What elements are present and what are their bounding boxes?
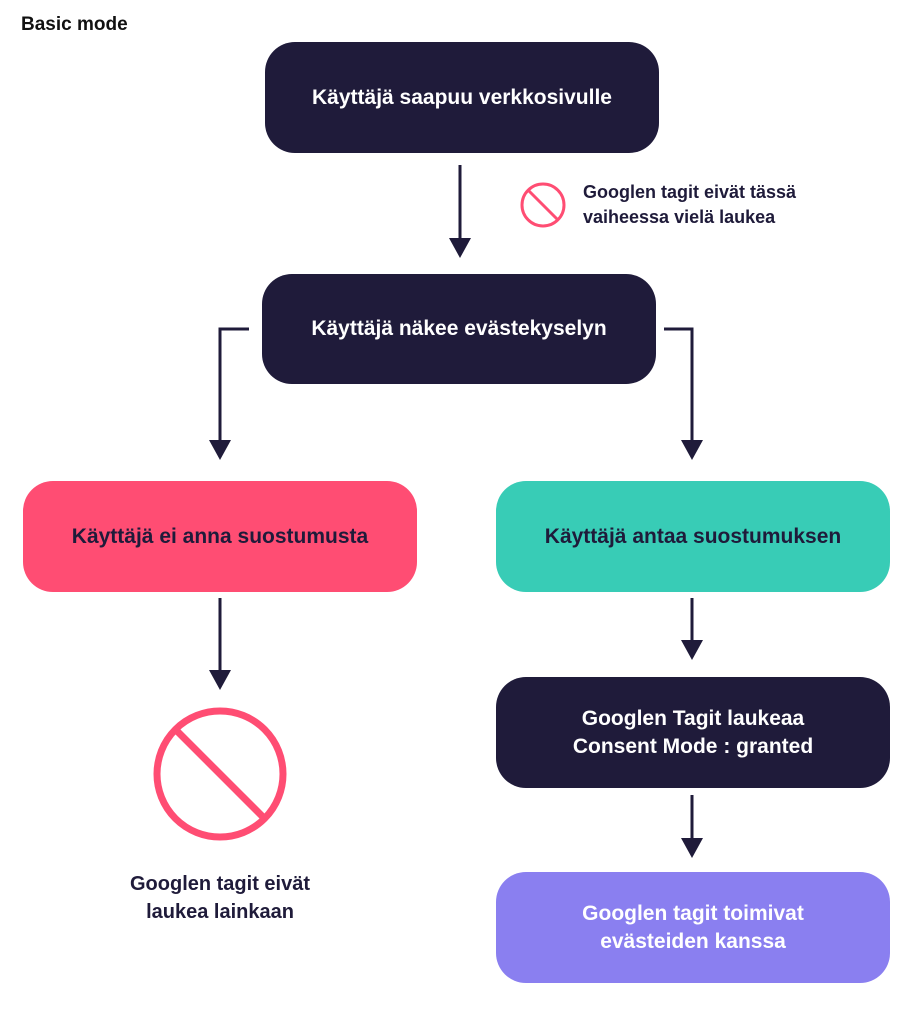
node-label-line1: Googlen Tagit laukeaa: [581, 706, 805, 730]
node-label: Käyttäjä antaa suostumuksen: [544, 524, 842, 548]
node-label: Käyttäjä ei anna suostumusta: [71, 524, 369, 548]
arrow-banner-to-deny: [218, 327, 249, 444]
note-tags-never: Googlen tagit eivät laukea lainkaan: [70, 870, 370, 926]
node-tags-work: Googlen tagit toimivat evästeiden kanssa: [496, 872, 890, 983]
arrowhead: [209, 670, 231, 690]
node-label: Käyttäjä näkee evästekyselyn: [311, 317, 607, 340]
arrowhead: [449, 238, 471, 258]
prohibited-icon: [520, 182, 566, 228]
note-line2: laukea lainkaan: [146, 901, 294, 923]
arrowhead: [681, 440, 703, 460]
arrowhead: [681, 640, 703, 660]
node-user-arrives: Käyttäjä saapuu verkkosivulle: [265, 42, 659, 153]
arrowhead: [209, 440, 231, 460]
note-line1: Googlen tagit eivät: [129, 873, 311, 895]
node-consent-given: Käyttäjä antaa suostumuksen: [496, 481, 890, 592]
note-tags-not-yet: Googlen tagit eivät tässä vaiheessa viel…: [583, 180, 883, 230]
arrowhead: [681, 838, 703, 858]
node-label-line1: Googlen tagit toimivat: [582, 901, 804, 925]
note-line2: vaiheessa vielä laukea: [583, 207, 776, 227]
node-label-line2: Consent Mode : granted: [572, 734, 814, 758]
node-consent-denied: Käyttäjä ei anna suostumusta: [23, 481, 417, 592]
note-line1: Googlen tagit eivät tässä: [583, 182, 797, 202]
node-user-sees-banner: Käyttäjä näkee evästekyselyn: [262, 274, 656, 384]
node-label: Käyttäjä saapuu verkkosivulle: [312, 85, 612, 109]
arrow-banner-to-accept: [664, 327, 694, 444]
node-tags-fire: Googlen Tagit laukeaa Consent Mode : gra…: [496, 677, 890, 788]
node-label-line2: evästeiden kanssa: [600, 929, 786, 953]
prohibited-icon: [153, 707, 287, 841]
mode-label: Basic mode: [21, 14, 128, 35]
